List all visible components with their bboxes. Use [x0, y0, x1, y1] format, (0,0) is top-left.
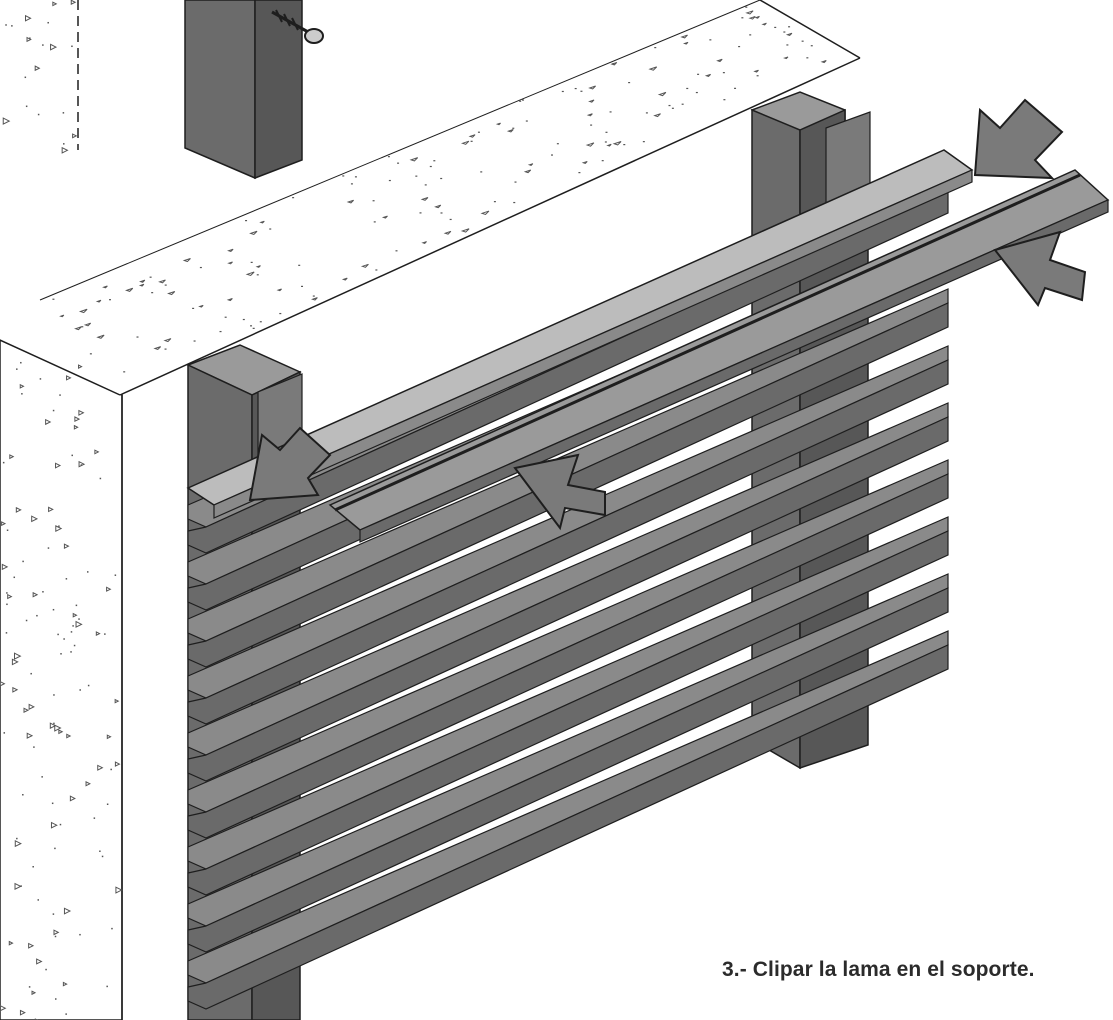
- louver: [187, 345, 949, 725]
- concrete-texture: [0, 0, 827, 1020]
- louver: [187, 459, 949, 839]
- wall-front-face: [0, 339, 123, 1020]
- louver-being-installed: [186, 149, 1110, 543]
- louver: [187, 402, 949, 782]
- arrow-icon-right: [993, 230, 1087, 307]
- louver: [187, 516, 949, 896]
- arrow-icon-center: [513, 453, 606, 531]
- arrow-icons: [248, 98, 1087, 531]
- louver: [187, 573, 949, 953]
- step-caption: 3.- Clipar la lama en el soporte.: [722, 958, 1035, 981]
- slab-edge-left: [0, 339, 121, 396]
- arrow-icon-top-right: [973, 98, 1064, 180]
- screw-icon: [271, 9, 324, 44]
- slab-edge-back: [39, 0, 761, 301]
- slab-edge-right: [759, 0, 861, 59]
- wall-top-slab: [0, 0, 860, 395]
- arrow-icon-left-down: [248, 426, 332, 502]
- upper-post: [184, 0, 303, 180]
- louver: [187, 630, 949, 1010]
- slab-edge-front: [119, 57, 861, 396]
- concrete-wall: [0, 0, 861, 1020]
